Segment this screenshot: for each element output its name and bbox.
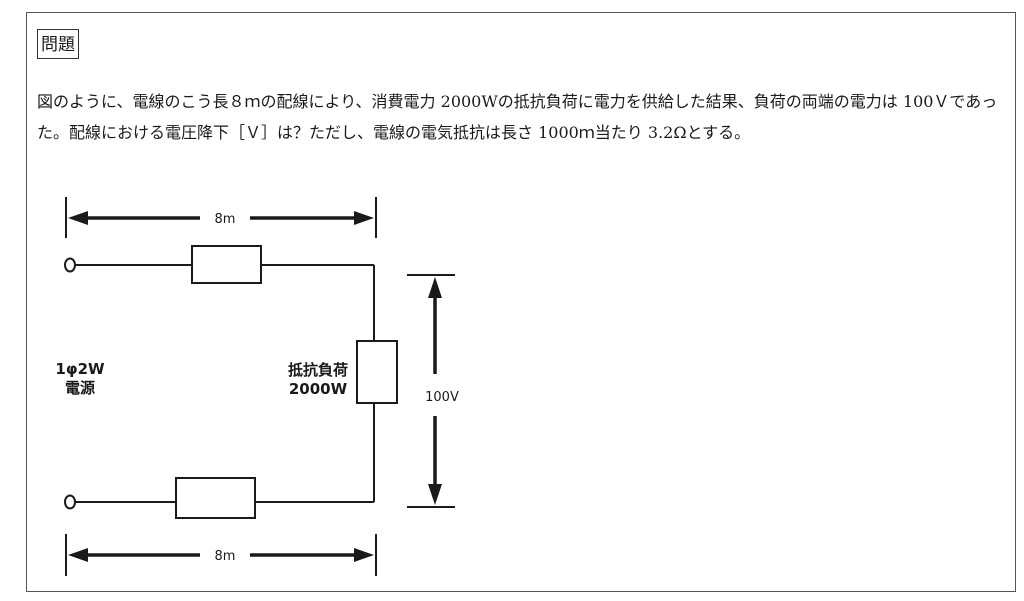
problem-frame [26,12,1016,592]
top-line-resistor [191,245,262,284]
bottom-dimension-arrow-right [354,548,374,562]
load-label-line1: 抵抗負荷 [288,361,348,379]
top-length-label: 8m [215,212,236,227]
bottom-terminal [64,494,76,510]
load-resistor [356,340,398,404]
load-label-line2: 2000W [289,380,348,398]
problem-text: 図のように、電線のこう長８ｍの配線により、消費電力 2000Wの抵抗負荷に電力を… [37,92,998,142]
top-terminal [64,257,76,273]
voltage-label: 100V [425,390,459,405]
source-label-line1: 1φ2W [55,360,105,378]
bottom-line-resistor [175,477,256,519]
problem-label: 問題 [37,29,79,59]
top-dimension-arrow-left [68,211,88,225]
voltage-arrow-down [428,484,442,505]
source-label-line2: 電源 [65,379,95,397]
voltage-arrow-up [428,277,442,298]
bottom-length-label: 8m [215,549,236,564]
top-dimension-arrow-right [354,211,374,225]
bottom-dimension-arrow-left [68,548,88,562]
